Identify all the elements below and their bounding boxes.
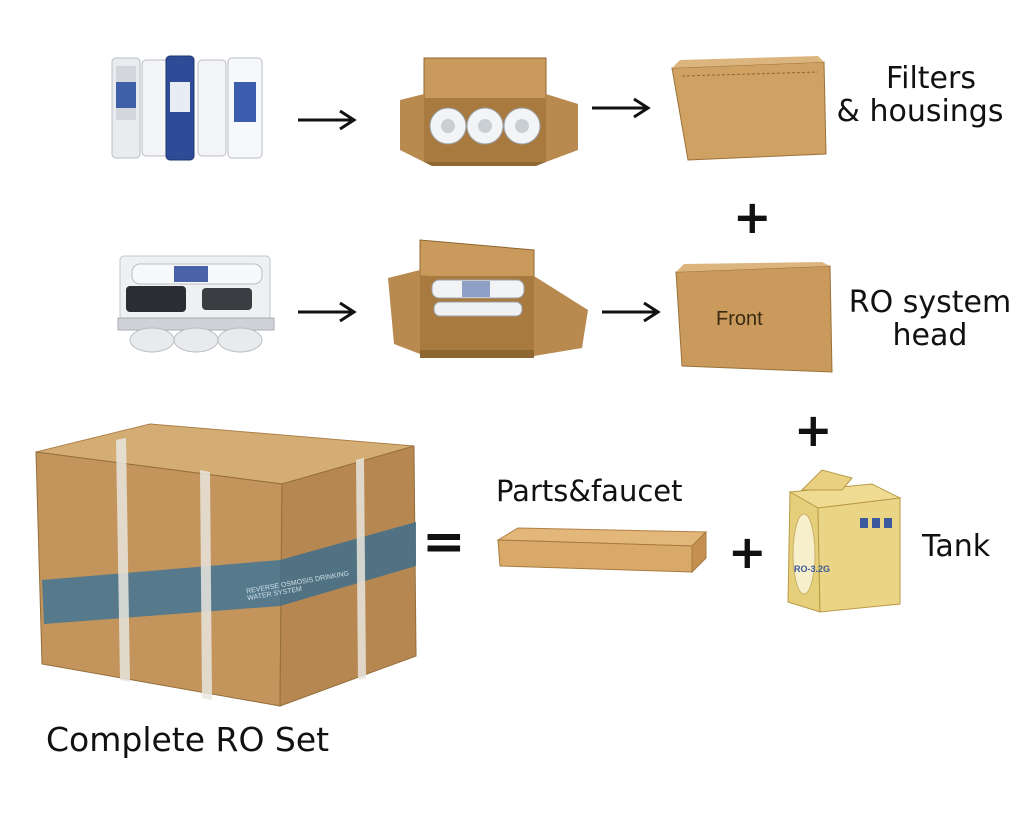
tank-box: RO-3.2G: [782, 464, 906, 616]
closed-box-ro-head: Front: [672, 262, 836, 378]
filters-housings-label: Filters & housings: [837, 61, 1006, 128]
tank-label: Tank: [922, 529, 991, 564]
filter-cartridges-image: [111, 55, 263, 161]
plus-sign-2: +: [794, 403, 833, 457]
ro-head-label-line2: head: [892, 318, 968, 353]
arrow-right-icon: [298, 109, 357, 131]
arrow-right-icon: [602, 301, 661, 323]
box-front-text: Front: [716, 308, 763, 330]
closed-box-ro-head-image: [675, 262, 833, 373]
parts-faucet-label: Parts&faucet: [496, 474, 683, 508]
tank-box-model-text: RO-3.2G: [794, 564, 831, 574]
ro-system-head-image: [117, 255, 275, 353]
open-box-ro-head-image: [388, 239, 588, 358]
complete-ro-set-box: REVERSE OSMOSIS DRINKING WATER SYSTEM: [30, 410, 420, 710]
closed-box-filters-image: [671, 56, 827, 161]
arrow-right-icon: [592, 97, 651, 119]
plus-sign-3: +: [728, 525, 767, 579]
equals-sign: =: [422, 512, 466, 572]
parts-faucet-box-image: [496, 527, 708, 574]
arrow-right-icon: [298, 301, 357, 323]
filters-label-line2: & housings: [836, 94, 1004, 129]
complete-ro-set-box-image: [35, 423, 417, 707]
ro-head-label-line1: RO system: [848, 285, 1012, 320]
tank-box-image: [787, 469, 902, 613]
filters-label-line1: Filters: [886, 61, 976, 96]
plus-sign-1: +: [733, 190, 772, 244]
ro-system-head-label: RO system head: [842, 286, 1018, 352]
complete-ro-set-label: Complete RO Set: [46, 720, 330, 759]
open-box-filters-image: [400, 57, 578, 166]
